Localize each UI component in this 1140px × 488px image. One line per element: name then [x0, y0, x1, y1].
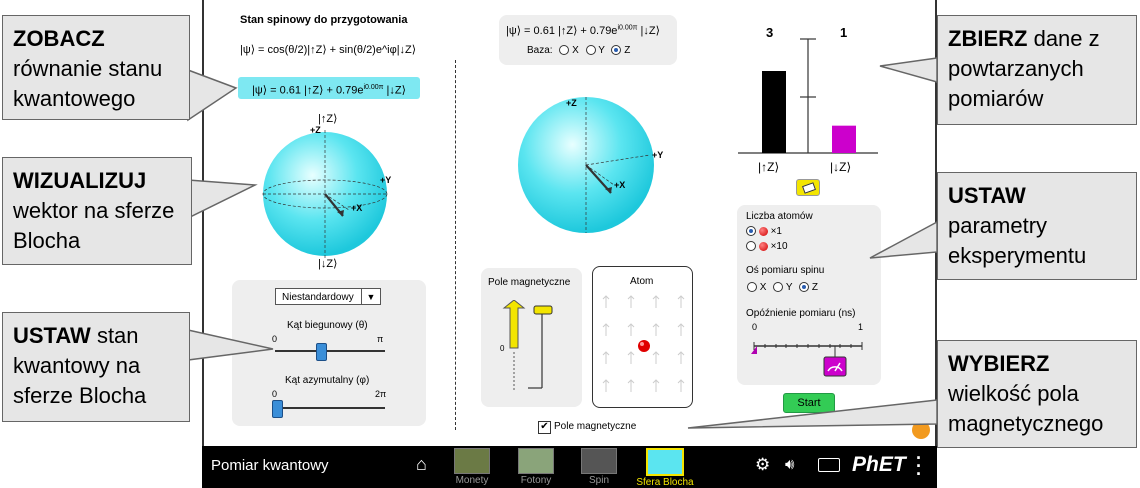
bloch-sphere-center	[518, 97, 654, 233]
preset-dropdown[interactable]: Niestandardowy ▼	[275, 288, 381, 305]
home-icon[interactable]: ⌂	[416, 454, 427, 474]
axis-y-label-left: +Y	[380, 175, 392, 185]
atoms-count-label: Liczba atomów	[746, 211, 813, 222]
atoms-radio-1[interactable]	[746, 226, 756, 237]
basis-radio-z[interactable]	[611, 45, 622, 56]
keyboard-icon[interactable]	[818, 458, 840, 472]
photon-icon	[518, 448, 554, 474]
axis-x-label-center: +X	[614, 180, 626, 190]
magnetic-field-zero: 0	[500, 344, 505, 353]
axis-z-label-center: +Z	[566, 98, 577, 108]
delay-slider[interactable]	[748, 333, 868, 378]
spin-icon	[581, 448, 617, 474]
azimuthal-slider-track[interactable]	[275, 407, 385, 409]
polar-max-label: π	[377, 334, 384, 344]
delay-max-label: 1	[858, 322, 864, 332]
settings-gear-icon[interactable]: ⚙	[755, 455, 771, 474]
atoms-radio-10[interactable]	[746, 241, 756, 252]
coin-icon	[454, 448, 490, 474]
axis-radio-y[interactable]	[773, 282, 784, 293]
histogram-bar-up	[762, 71, 786, 153]
magnetic-field-checkbox[interactable]: ✔	[538, 421, 551, 434]
histogram-bar-down	[832, 125, 856, 153]
atom-ball-icon	[758, 226, 768, 236]
axis-x-label-left: +X	[351, 203, 363, 213]
reset-button[interactable]	[912, 421, 930, 439]
delay-min-label: 0	[752, 322, 758, 332]
axis-radio-x[interactable]	[747, 282, 757, 293]
callout-zbierz: ZBIERZ dane z powtarzanych pomiarów	[937, 15, 1137, 125]
bloch-bottom-label: |↓Z⟩	[318, 258, 338, 270]
start-button[interactable]: Start	[783, 393, 835, 413]
prepare-title: Stan spinowy do przygotowania	[240, 14, 408, 26]
tab-fotony[interactable]: Fotony	[512, 446, 560, 488]
state-equation-box: |ψ⟩ = 0.61 |↑Z⟩ + 0.79ei0.00π |↓Z⟩	[238, 77, 420, 99]
azimuthal-slider-thumb[interactable]	[272, 400, 283, 418]
polar-min-label: 0	[272, 334, 278, 344]
magnetic-field-checkbox-label: Pole magnetyczne	[554, 421, 637, 432]
tab-sfera-blocha[interactable]: Sfera Blocha	[632, 446, 698, 488]
polar-slider-track[interactable]	[275, 350, 385, 352]
atoms-option-1[interactable]: ×1	[746, 226, 782, 237]
count-down-label: 1	[840, 25, 848, 40]
center-state-panel	[499, 15, 677, 65]
atom-title: Atom	[630, 276, 654, 287]
basis-selector: Baza: X Y Z	[527, 45, 631, 56]
atom-field-arrows	[602, 295, 685, 392]
polar-angle-label: Kąt biegunowy (θ)	[287, 320, 368, 331]
atoms-option-10[interactable]: ×10	[746, 241, 788, 252]
basis-radio-y[interactable]	[585, 45, 596, 56]
menu-dots-icon[interactable]: ···	[916, 448, 922, 484]
tab-spin[interactable]: Spin	[578, 446, 620, 488]
magnetic-field-title: Pole magnetyczne	[488, 277, 571, 288]
azimuthal-min-label: 0	[272, 389, 278, 399]
navigation-bar	[202, 446, 937, 488]
bloch-top-label: |↑Z⟩	[318, 113, 338, 125]
tab-monety[interactable]: Monety	[450, 446, 494, 488]
bar-label-down: |↓Z⟩	[830, 160, 852, 174]
axis-radio-z[interactable]	[799, 282, 810, 293]
basis-radio-x[interactable]	[559, 45, 570, 56]
eraser-button[interactable]	[796, 179, 820, 196]
bloch-sphere-icon	[646, 448, 684, 476]
measurement-histogram	[738, 38, 878, 154]
bloch-sphere-left	[262, 130, 388, 258]
count-up-label: 3	[766, 25, 774, 40]
phet-logo: PhET	[852, 453, 906, 476]
polar-slider-thumb[interactable]	[316, 343, 328, 361]
callout-ustaw-stan: USTAW stan kwantowy na sferze Blocha	[2, 312, 190, 422]
azimuthal-max-label: 2π	[375, 389, 387, 399]
delay-label: Opóźnienie pomiaru (ns)	[746, 308, 856, 319]
general-equation: |ψ⟩ = cos(θ/2)|↑Z⟩ + sin(θ/2)e^iφ|↓Z⟩	[240, 44, 417, 56]
center-state-equation: |ψ⟩ = 0.61 |↑Z⟩ + 0.79ei0.00π |↓Z⟩	[506, 24, 660, 37]
sound-icon[interactable]: 🔊︎	[785, 456, 795, 473]
axis-z-label-left: +Z	[310, 125, 321, 135]
axis-y-label-center: +Y	[652, 150, 664, 160]
atom-ball-icon	[758, 241, 768, 251]
panel-divider	[455, 60, 456, 430]
atom-panel	[592, 266, 693, 408]
measurement-axis-label: Oś pomiaru spinu	[746, 265, 825, 276]
measurement-axis-selector: X Y Z	[747, 282, 818, 293]
chevron-down-icon: ▼	[361, 289, 380, 304]
bar-label-up: |↑Z⟩	[758, 160, 780, 174]
azimuthal-angle-label: Kąt azymutalny (φ)	[285, 375, 370, 386]
sim-title: Pomiar kwantowy	[211, 457, 329, 474]
magnetic-field-control[interactable]	[492, 300, 572, 395]
magnetic-field-panel	[481, 268, 582, 407]
